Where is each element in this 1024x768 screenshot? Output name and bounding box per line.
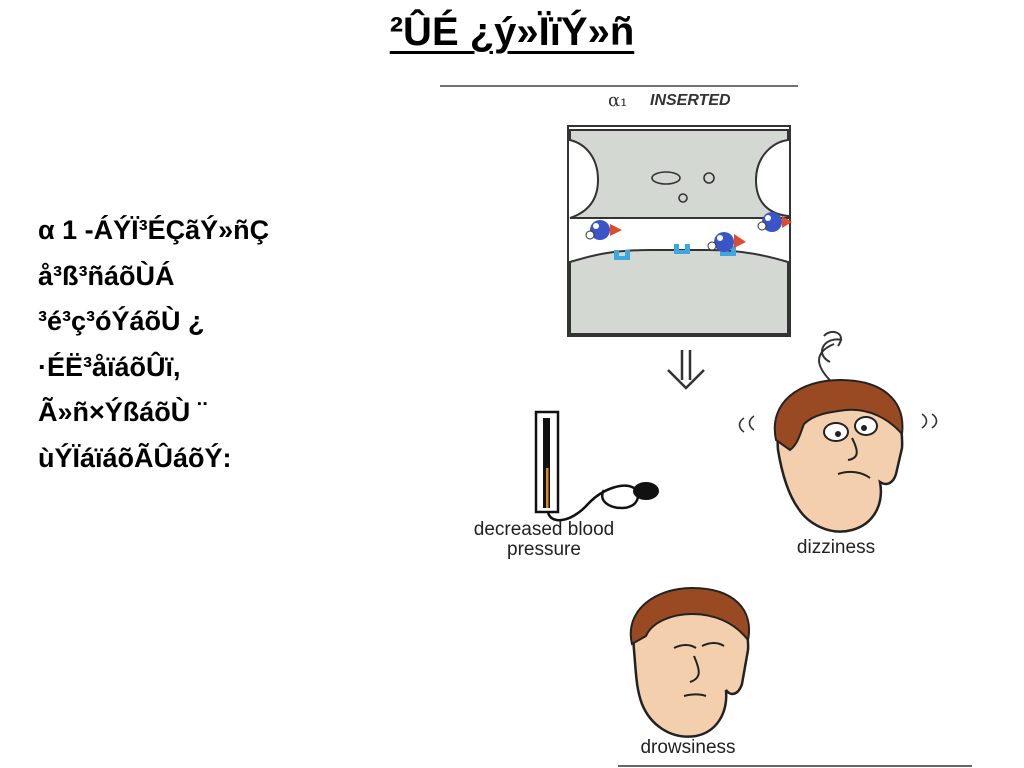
dizzy-face <box>738 330 938 533</box>
dizzy-swirl <box>818 330 843 387</box>
body-line: Ã»ñ×ÝßáõÙ ¨ <box>38 397 207 427</box>
postsynaptic-membrane <box>569 249 789 335</box>
drug-molecule <box>707 232 746 252</box>
body-line: ùÝÏáïáõÃÛáõÝ: <box>38 442 232 473</box>
drug-molecule <box>585 220 622 240</box>
synapse-panel <box>567 125 792 337</box>
drug-molecule <box>757 212 792 232</box>
receptor <box>674 244 690 254</box>
drowsiness-label: drowsiness <box>640 737 736 758</box>
sound-marks <box>738 415 755 433</box>
panel-label: INSERTED <box>650 92 731 109</box>
dizziness-label: dizziness <box>796 537 876 558</box>
vesicle <box>678 193 688 203</box>
blood-pressure-label: decreased blood pressure <box>473 519 615 560</box>
down-arrow <box>667 350 705 390</box>
vesicle <box>651 171 681 185</box>
vesicle <box>703 172 715 184</box>
body-line: ·ÉË³åïáõÛï, <box>38 351 181 382</box>
figure-drawing: α₁ <box>440 85 972 767</box>
body-line: å³ß³ñáõÙÁ <box>38 260 175 291</box>
receptor <box>614 250 630 260</box>
body-text: α 1 -ÁÝÏ³ÉÇãÝ»ñÇ å³ß³ñáõÙÁ ³é³ç³óÝáõÙ ¿ … <box>38 208 408 481</box>
body-line: α 1 -ÁÝÏ³ÉÇãÝ»ñÇ <box>38 215 270 245</box>
drowsy-face <box>629 586 750 738</box>
sphygmomanometer-icon <box>534 410 659 522</box>
body-line: ³é³ç³óÝáõÙ ¿ <box>38 306 205 336</box>
sound-marks <box>921 413 938 429</box>
pharmacology-figure: α₁ <box>438 84 978 768</box>
presynaptic-terminal <box>569 129 789 219</box>
slide-title: ²ÛÉ ¿ý»ÏïÝ»ñ <box>389 10 635 54</box>
alpha1-symbol: α₁ <box>608 90 627 111</box>
